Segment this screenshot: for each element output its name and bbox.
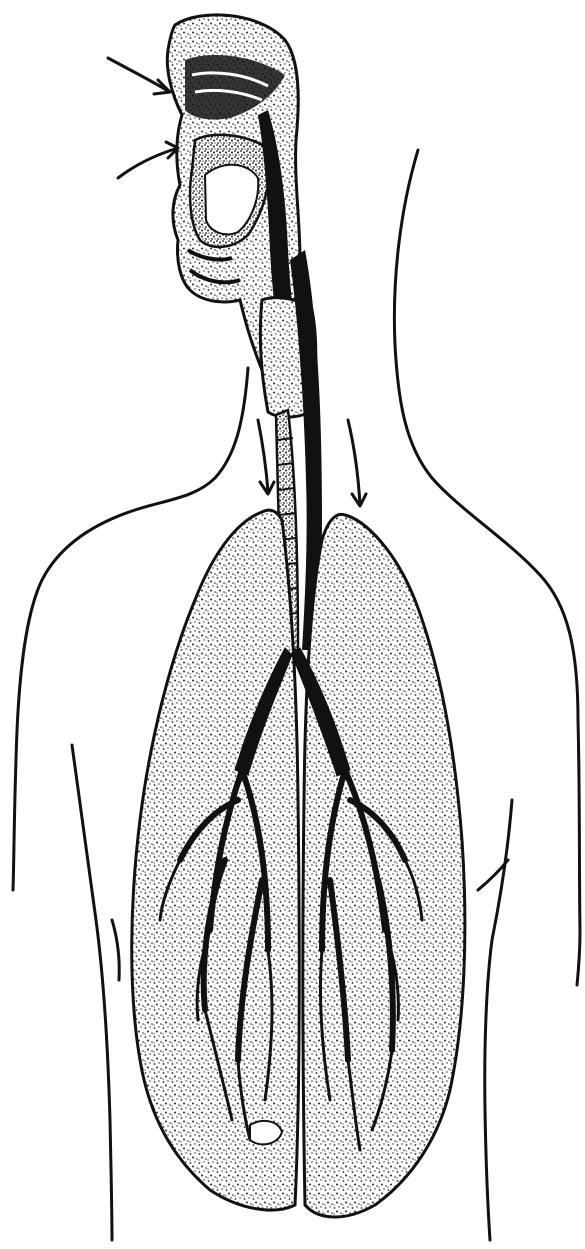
arrow-to-right-lung [258, 420, 274, 494]
right-arm-line [485, 800, 512, 1240]
arrow-to-mouth [118, 142, 178, 178]
left-arm-line [72, 745, 112, 1240]
left-chest-line [112, 920, 119, 980]
arrow-to-left-lung [348, 420, 366, 506]
right-lung [132, 510, 300, 1210]
arrow-to-nose [108, 58, 170, 94]
heart-notch [250, 1121, 282, 1144]
